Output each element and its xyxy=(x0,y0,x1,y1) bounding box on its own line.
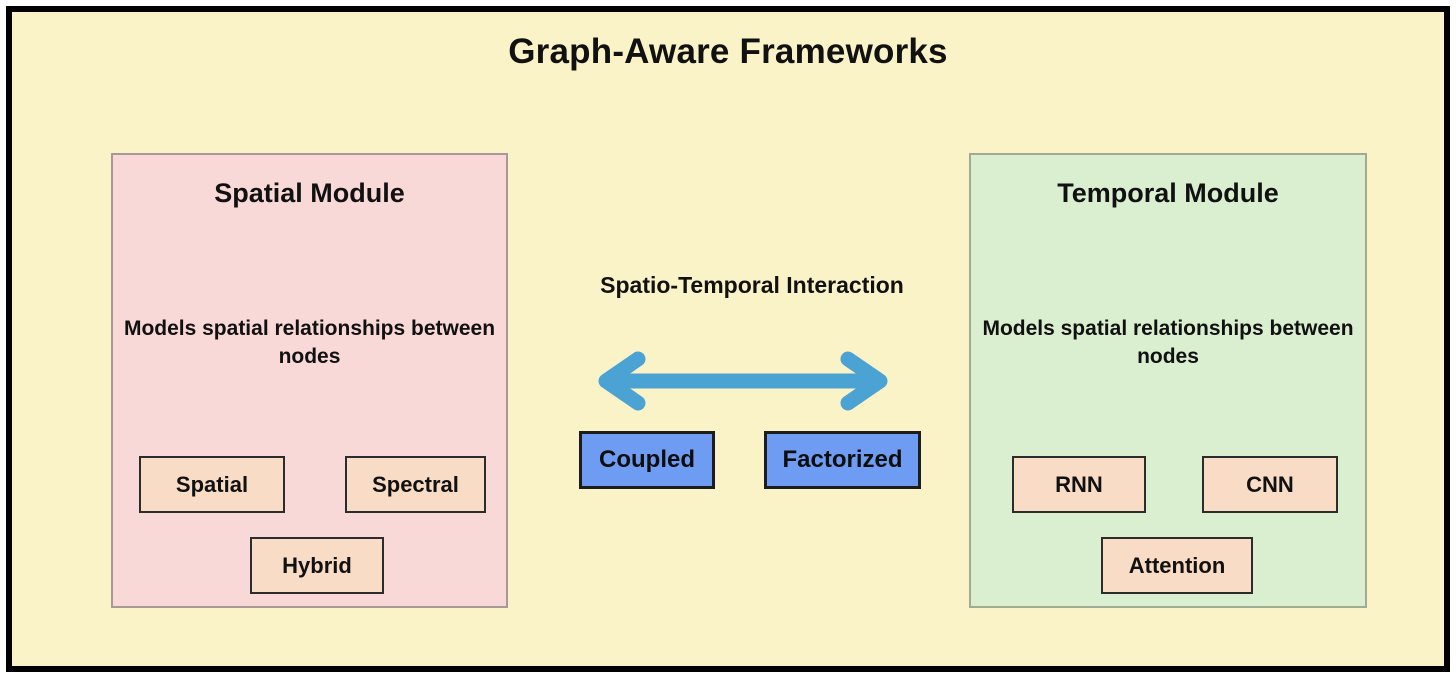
mode-box-factorized[interactable]: Factorized xyxy=(764,431,921,489)
spatio-temporal-interaction-label: Spatio-Temporal Interaction xyxy=(600,272,904,298)
double-headed-arrow-icon xyxy=(592,350,894,412)
mode-box-coupled[interactable]: Coupled xyxy=(579,431,715,489)
page-title: Graph-Aware Frameworks xyxy=(508,32,948,71)
spatial-module-description: Models spatial relationships between nod… xyxy=(123,317,496,369)
slide-frame: Graph-Aware Frameworks Spatial Module Mo… xyxy=(6,6,1450,672)
spatial-module-title: Spatial Module xyxy=(214,178,405,208)
spatial-chip-spectral[interactable]: Spectral xyxy=(345,456,486,513)
spatial-module-panel: Spatial Module Models spatial relationsh… xyxy=(111,153,508,608)
temporal-module-panel: Temporal Module Models spatial relations… xyxy=(969,153,1367,608)
spatial-chip-hybrid[interactable]: Hybrid xyxy=(250,537,384,594)
temporal-chip-attention[interactable]: Attention xyxy=(1101,537,1253,594)
temporal-module-title: Temporal Module xyxy=(1057,178,1279,208)
temporal-chip-cnn[interactable]: CNN xyxy=(1202,456,1338,513)
spatial-chip-spatial[interactable]: Spatial xyxy=(139,456,285,513)
temporal-module-description: Models spatial relationships between nod… xyxy=(982,317,1354,369)
temporal-chip-rnn[interactable]: RNN xyxy=(1012,456,1146,513)
